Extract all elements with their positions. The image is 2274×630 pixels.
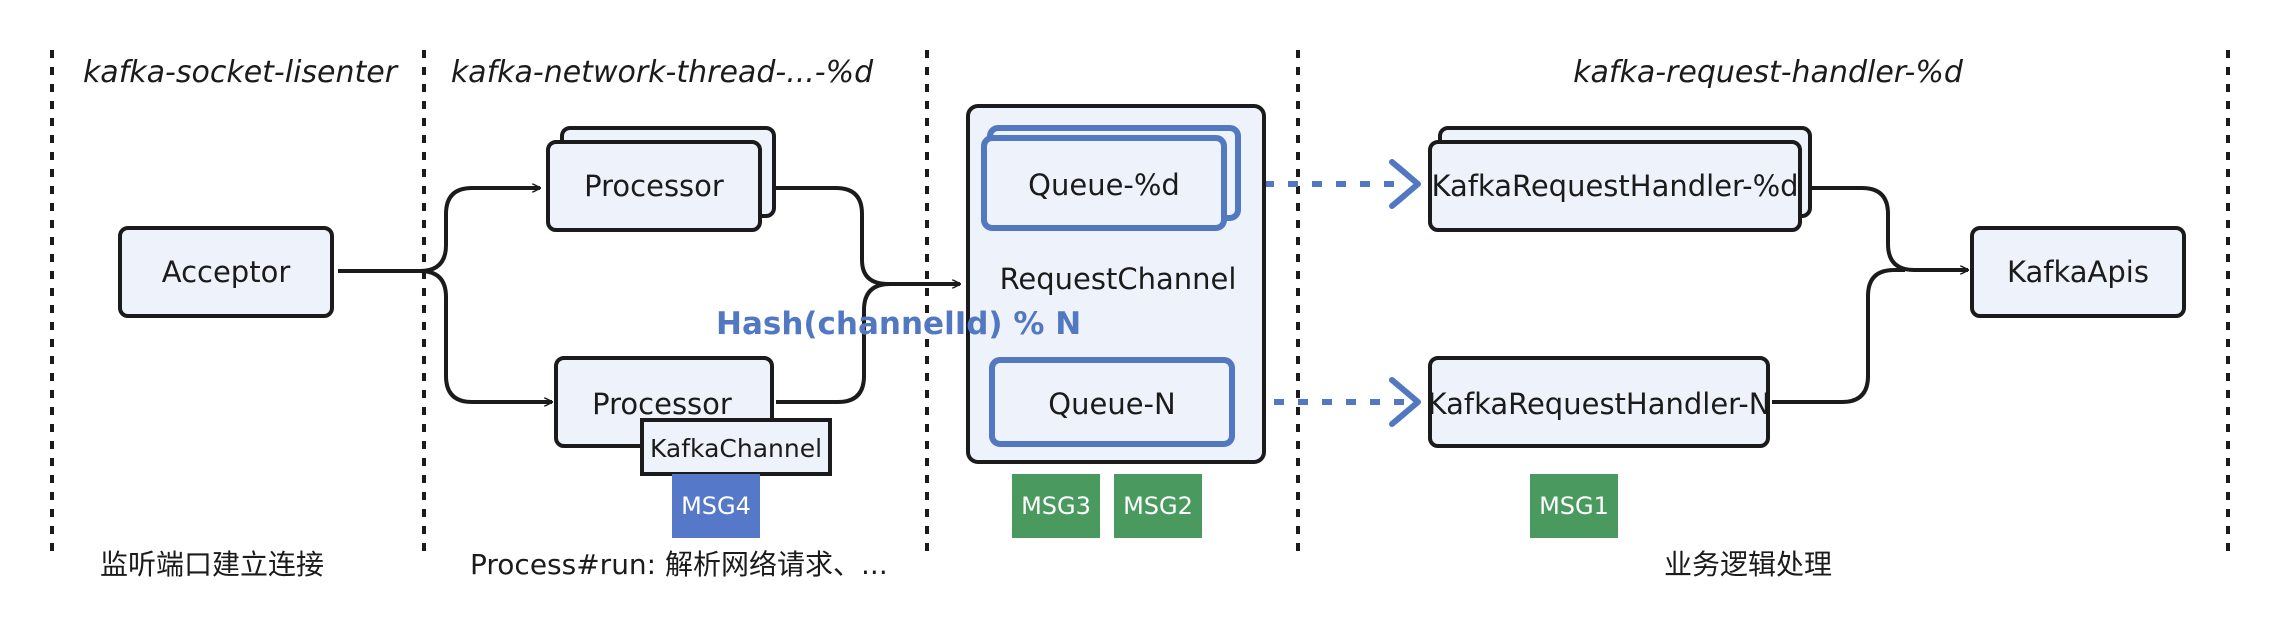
connector-processor-top-channel [762, 186, 960, 284]
connector-handler-top-apis [1806, 186, 1968, 270]
connector-processor-bottom-channel [776, 282, 900, 404]
handler-bottom-label: KafkaRequestHandler-N [1428, 387, 1771, 421]
queue-top-label: Queue-%d [1028, 168, 1180, 202]
arrowhead-top [1389, 159, 1421, 209]
handler-top-box [1428, 140, 1802, 232]
arrowhead-bottom [1389, 377, 1421, 427]
acceptor-label: Acceptor [162, 255, 291, 289]
caption-business: 业务逻辑处理 [1664, 548, 1832, 581]
section-title-network-thread: kafka-network-thread-...-%d [451, 55, 874, 90]
msg3-badge [1012, 474, 1100, 538]
queue-bottom-label: Queue-N [1048, 387, 1175, 421]
queue-handler-arrows [1240, 159, 1421, 427]
connector-acceptor-processor-bottom [419, 269, 552, 402]
msg4-label: MSG4 [681, 492, 751, 520]
acceptor-box [118, 226, 334, 318]
caption-process-run: Process#run: 解析网络请求、... [470, 548, 888, 581]
section-title-socket-listener: kafka-socket-lisenter [83, 55, 399, 90]
handler-bottom-box [1428, 356, 1770, 448]
kafka-apis-box [1970, 226, 2186, 318]
msg4-badge [672, 474, 760, 538]
connector-acceptor-processor-top [338, 188, 540, 273]
handler-top-label: KafkaRequestHandler-%d [1431, 169, 1798, 203]
caption-listen: 监听端口建立连接 [100, 548, 324, 581]
processor-bottom-label: Processor [592, 387, 732, 421]
hash-annotation: Hash(channelId) % N [716, 306, 1081, 342]
section-title-request-handler: kafka-request-handler-%d [1573, 55, 1964, 90]
queue-bottom-box [989, 357, 1235, 447]
processor-top-label: Processor [584, 169, 724, 203]
kafka-channel-label: KafkaChannel [650, 434, 822, 463]
kafka-apis-label: KafkaApis [2007, 255, 2149, 289]
queue-top-box [981, 135, 1227, 231]
msg2-badge [1114, 474, 1202, 538]
msg1-badge [1530, 474, 1618, 538]
msg1-label: MSG1 [1539, 492, 1609, 520]
msg2-label: MSG2 [1123, 492, 1193, 520]
connector-handler-bottom-apis [1772, 268, 1905, 404]
request-channel-label: RequestChannel [1000, 262, 1237, 296]
connectors [338, 188, 1968, 402]
processor-top-box [546, 140, 762, 232]
msg3-label: MSG3 [1021, 492, 1091, 520]
